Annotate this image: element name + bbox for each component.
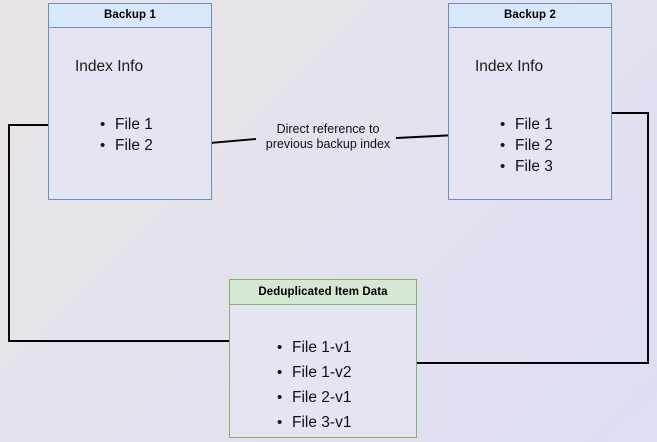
list-item: File 1 bbox=[99, 114, 153, 135]
list-item: File 3-v1 bbox=[276, 410, 351, 435]
list-item: File 2-v1 bbox=[276, 385, 351, 410]
node-backup-2-header: Backup 2 bbox=[449, 4, 611, 28]
list-item: File 1-v2 bbox=[276, 360, 351, 385]
node-backup-1[interactable]: Backup 1 Index Info File 1 File 2 bbox=[48, 3, 212, 200]
list-item: File 3 bbox=[499, 156, 553, 177]
list-item: File 2 bbox=[99, 135, 153, 156]
node-backup-1-header: Backup 1 bbox=[49, 4, 211, 28]
node-backup-1-body: Index Info File 1 File 2 bbox=[49, 28, 211, 199]
node-deduplicated-item-data[interactable]: Deduplicated Item Data File 1-v1 File 1-… bbox=[229, 279, 417, 438]
backup-2-file-list: File 1 File 2 File 3 bbox=[499, 114, 553, 177]
annotation-line-1: Direct reference to bbox=[276, 122, 380, 136]
node-backup-2[interactable]: Backup 2 Index Info File 1 File 2 File 3 bbox=[448, 3, 612, 200]
node-backup-2-body: Index Info File 1 File 2 File 3 bbox=[449, 28, 611, 199]
list-item: File 2 bbox=[499, 135, 553, 156]
backup-2-index-label: Index Info bbox=[475, 58, 544, 75]
list-item: File 1-v1 bbox=[276, 335, 351, 360]
list-item: File 1 bbox=[499, 114, 553, 135]
node-dedup-header: Deduplicated Item Data bbox=[230, 280, 416, 305]
dedup-file-list: File 1-v1 File 1-v2 File 2-v1 File 3-v1 bbox=[276, 335, 351, 435]
backup-1-file-list: File 1 File 2 bbox=[99, 114, 153, 156]
node-dedup-body: File 1-v1 File 1-v2 File 2-v1 File 3-v1 bbox=[230, 305, 416, 438]
annotation-line-2: previous backup index bbox=[265, 137, 391, 151]
backup-1-index-label: Index Info bbox=[75, 58, 144, 75]
annotation-direct-reference: Direct reference to previous backup inde… bbox=[262, 122, 394, 152]
